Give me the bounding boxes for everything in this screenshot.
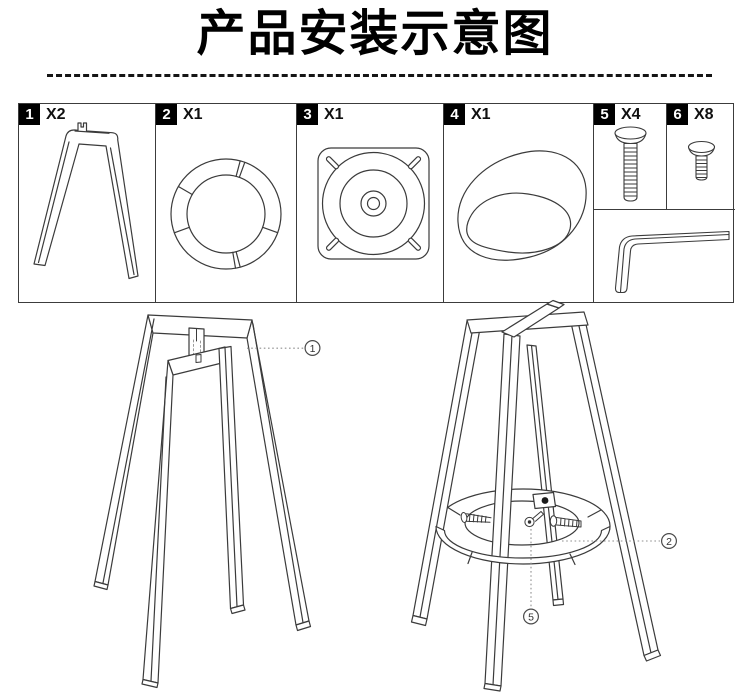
part-quantity: X2 xyxy=(46,106,66,123)
part-number-badge: 4 xyxy=(444,104,465,125)
part-box-5: 5 X4 xyxy=(593,104,666,209)
callout-1-number: 1 xyxy=(310,343,316,355)
part-quantity: X1 xyxy=(183,106,203,123)
part-box-4: 4 X1 xyxy=(443,104,593,302)
assembly-illustrations: 1 2 5 xyxy=(93,299,677,692)
short-bolt-icon xyxy=(687,140,716,181)
footrest-ring-icon xyxy=(170,158,282,270)
long-bolt-icon xyxy=(614,126,647,202)
step1-leg-assembly xyxy=(93,314,312,689)
callout-2: 2 xyxy=(660,533,677,550)
step2-ring-assembly xyxy=(410,299,662,692)
part-box-1: 1 X2 xyxy=(19,104,155,302)
callout-5: 5 xyxy=(522,608,539,625)
dashed-divider xyxy=(47,74,712,77)
callout-5-number: 5 xyxy=(528,611,534,623)
part-quantity: X1 xyxy=(471,106,491,123)
part-quantity: X8 xyxy=(694,106,714,123)
part-box-2: 2 X1 xyxy=(155,104,296,302)
part-box-3: 3 X1 xyxy=(296,104,443,302)
part-number-badge: 5 xyxy=(594,104,615,125)
part-number-badge: 1 xyxy=(19,104,40,125)
part-number-badge: 2 xyxy=(156,104,177,125)
part-quantity: X4 xyxy=(621,106,641,123)
parts-list: 1 X2 2 X1 xyxy=(18,103,735,303)
page-title: 产品安装示意图 xyxy=(196,6,554,61)
swivel-plate-icon xyxy=(317,147,430,260)
part-box-6: 6 X8 xyxy=(666,104,735,209)
leg-frame-icon xyxy=(33,122,139,280)
allen-key-icon xyxy=(614,230,730,294)
part-number-badge: 3 xyxy=(297,104,318,125)
callout-leader-lines xyxy=(247,347,660,608)
part-number-badge: 6 xyxy=(667,104,688,125)
callout-2-number: 2 xyxy=(666,536,672,548)
part-quantity: X1 xyxy=(324,106,344,123)
seat-shell-icon xyxy=(457,150,587,261)
allen-key-box xyxy=(593,209,735,302)
callout-1: 1 xyxy=(304,339,321,356)
